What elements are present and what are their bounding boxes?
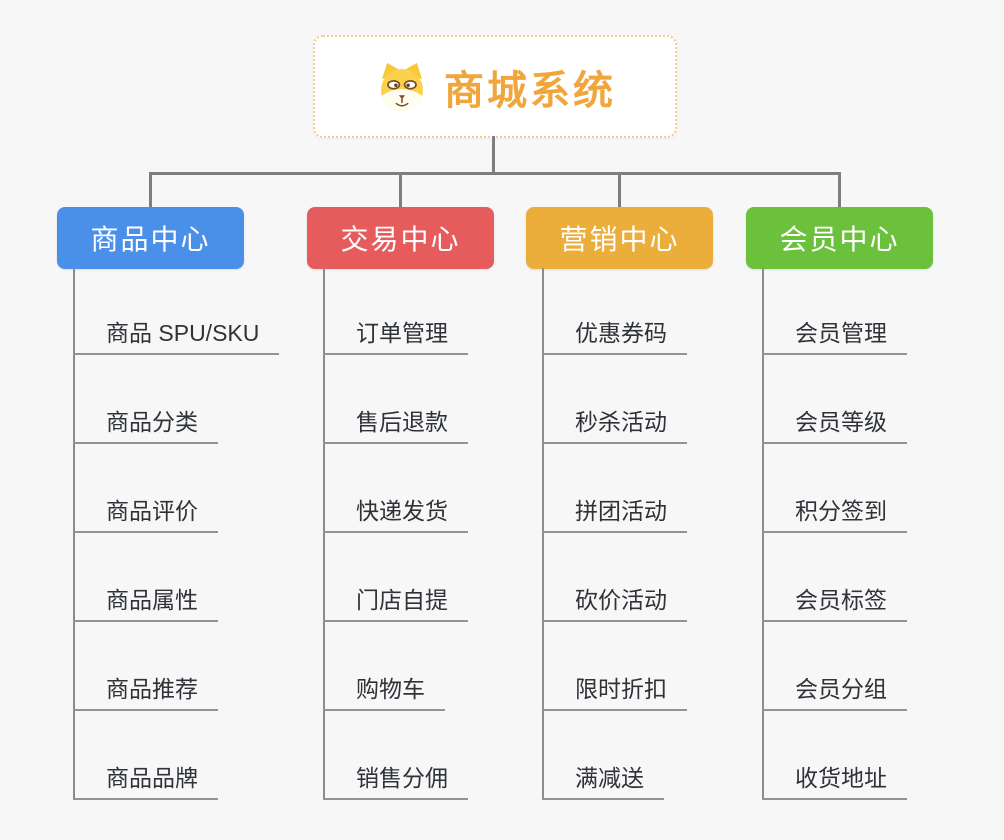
leaf-node[interactable]: 商品分类: [73, 404, 218, 444]
leaf-node[interactable]: 商品推荐: [73, 671, 218, 711]
branch-node-member-center[interactable]: 会员中心: [746, 207, 933, 269]
leaf-node[interactable]: 收货地址: [762, 760, 907, 800]
leaf-node[interactable]: 积分签到: [762, 493, 907, 533]
root-title: 商城系统: [444, 68, 616, 113]
root-node[interactable]: 商城系统: [313, 35, 677, 138]
leaf-node[interactable]: 优惠券码: [542, 315, 687, 355]
branch-node-product-center[interactable]: 商品中心: [57, 207, 244, 269]
leaf-node[interactable]: 满减送: [542, 760, 664, 800]
leaf-node[interactable]: 商品 SPU/SKU: [73, 315, 280, 355]
connector-stub-trade: [399, 172, 402, 210]
branch-node-trade-center[interactable]: 交易中心: [307, 207, 494, 269]
connector-horizontal-bar: [149, 172, 841, 175]
branch-spine-product: [73, 268, 75, 800]
leaf-node[interactable]: 拼团活动: [542, 493, 687, 533]
branch-spine-marketing: [542, 268, 544, 800]
connector-root-drop: [492, 136, 495, 174]
leaf-node[interactable]: 订单管理: [323, 315, 468, 355]
branch-node-marketing-center[interactable]: 营销中心: [526, 207, 713, 269]
leaf-node[interactable]: 快递发货: [323, 493, 468, 533]
branch-spine-member: [762, 268, 764, 800]
leaf-node[interactable]: 会员等级: [762, 404, 907, 444]
leaf-node[interactable]: 砍价活动: [542, 582, 687, 622]
leaf-node[interactable]: 商品品牌: [73, 760, 218, 800]
branch-spine-trade: [323, 268, 325, 800]
leaf-node[interactable]: 商品评价: [73, 493, 218, 533]
leaf-node[interactable]: 销售分佣: [323, 760, 468, 800]
connector-stub-marketing: [618, 172, 621, 210]
leaf-node[interactable]: 秒杀活动: [542, 404, 687, 444]
leaf-node[interactable]: 购物车: [323, 671, 445, 711]
leaf-node[interactable]: 售后退款: [323, 404, 468, 444]
leaf-node[interactable]: 会员标签: [762, 582, 907, 622]
leaf-node[interactable]: 会员分组: [762, 671, 907, 711]
connector-stub-product: [149, 172, 152, 210]
leaf-node[interactable]: 限时折扣: [542, 671, 687, 711]
connector-stub-member: [838, 172, 841, 210]
leaf-node[interactable]: 门店自提: [323, 582, 468, 622]
leaf-node[interactable]: 会员管理: [762, 315, 907, 355]
shiba-dog-icon: [374, 60, 430, 113]
leaf-node[interactable]: 商品属性: [73, 582, 218, 622]
